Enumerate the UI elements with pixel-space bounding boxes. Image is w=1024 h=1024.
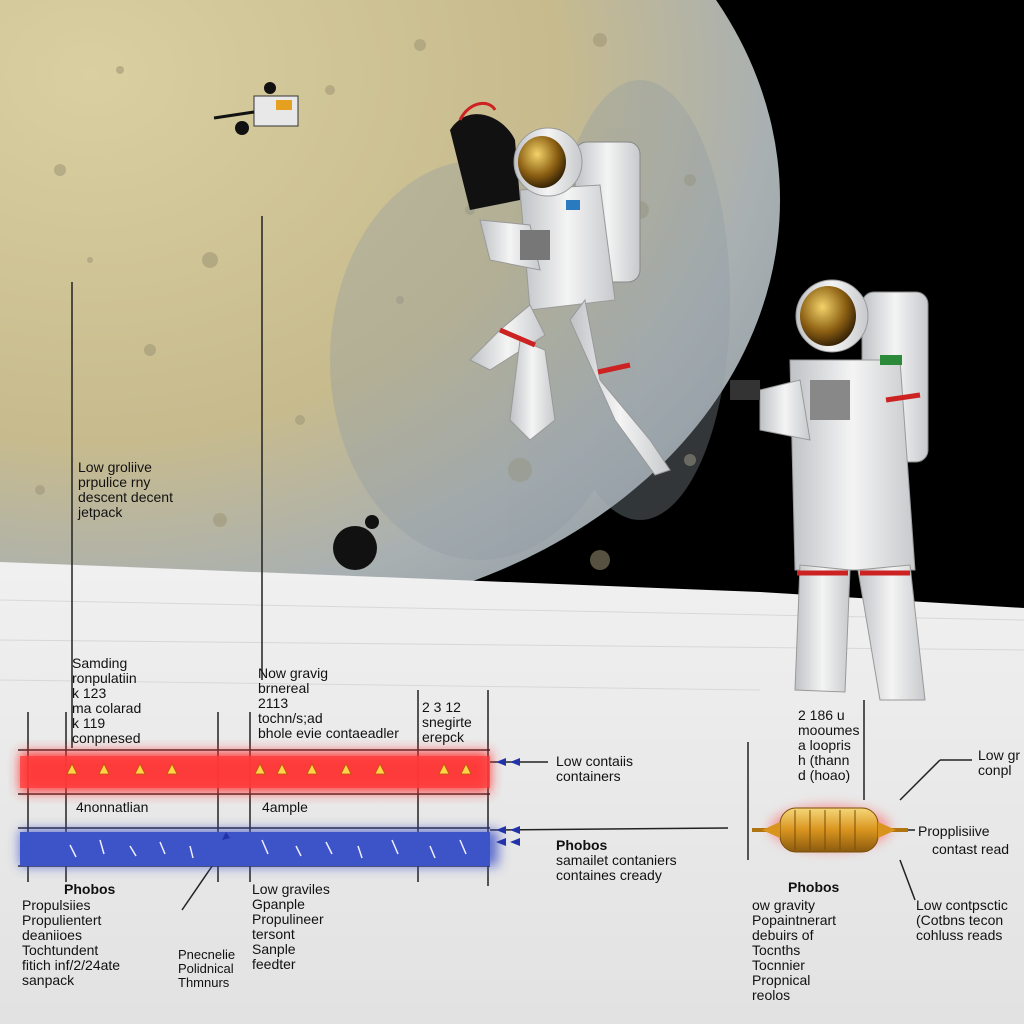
- satellite-icon: [213, 82, 299, 135]
- right-low-label: Low contpsctic(Cotbns tecon cohluss read…: [916, 897, 1008, 943]
- panel-lines: [0, 599, 1024, 691]
- astronaut-icon: [450, 101, 671, 476]
- blue-band: [20, 832, 490, 866]
- moon-craters: [35, 33, 696, 570]
- bottom-col1-title: Phobos: [64, 881, 116, 897]
- diagram-panel: [0, 562, 1024, 1024]
- flame-icons: [66, 763, 472, 775]
- right-callout-sub-label: contast read: [932, 841, 1010, 857]
- debris-icon: [333, 526, 377, 570]
- leader-lines: [18, 216, 972, 911]
- debris-icon: [365, 515, 379, 529]
- right-phobos-title: Phobos: [788, 879, 840, 895]
- arrow-icon: [222, 758, 520, 846]
- blue-band-mid-label: 4ample: [262, 799, 308, 815]
- blue-band-left-label: 4nonnatlian: [76, 799, 149, 815]
- red-band: [20, 756, 490, 788]
- right-callout-label: Propplisiive: [918, 823, 990, 839]
- astronaut-icon: [730, 279, 929, 701]
- blue-band-marks: [69, 839, 467, 859]
- canister-icon: [752, 807, 908, 853]
